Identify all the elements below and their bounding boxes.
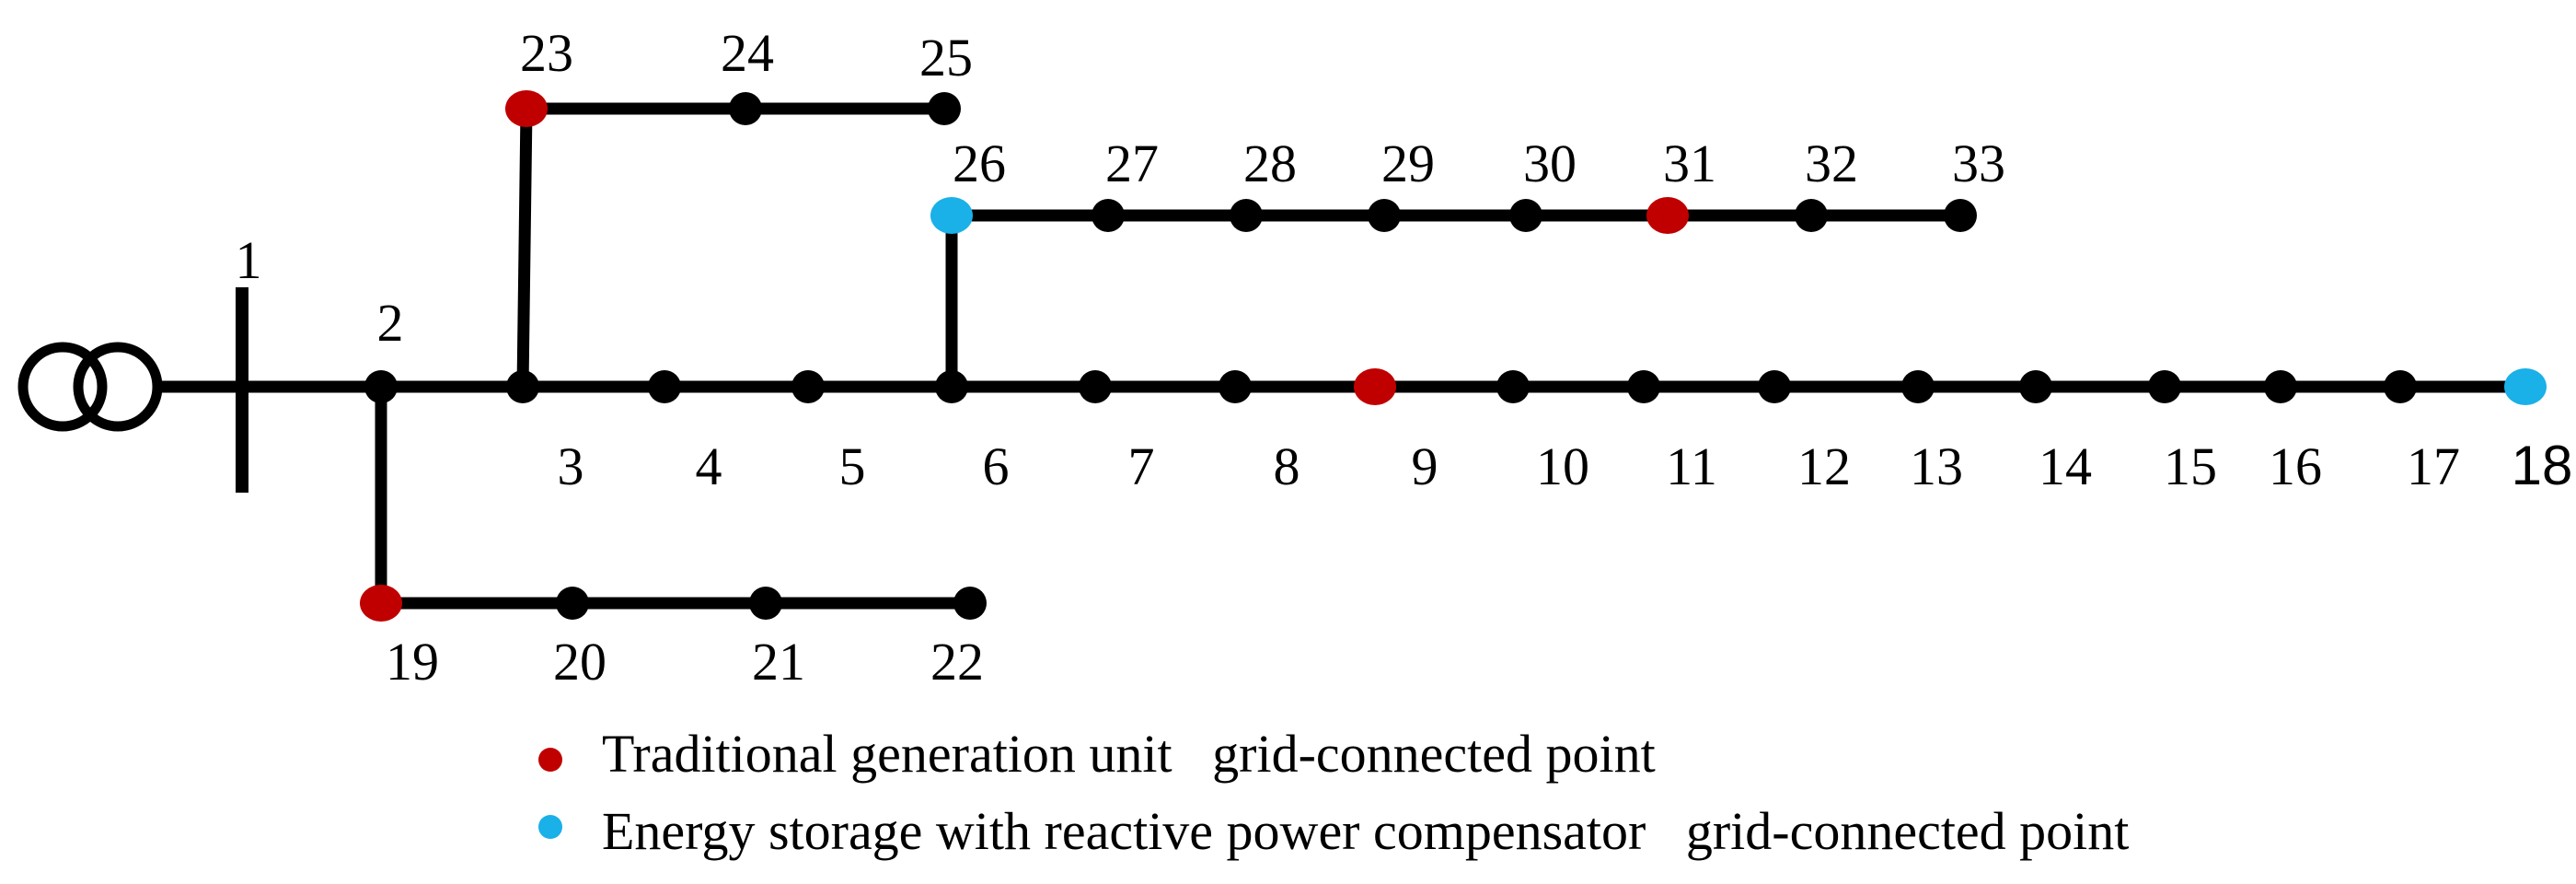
- bus-label-17: 17: [2407, 436, 2460, 496]
- bus-node-19-generation: [360, 585, 402, 622]
- bus-node-13: [1901, 370, 1935, 403]
- bus-label-22: 22: [930, 632, 984, 692]
- bus-label-20: 20: [553, 632, 606, 692]
- bus-label-25: 25: [919, 28, 973, 87]
- bus-label-21: 21: [752, 632, 805, 692]
- bus-node-3: [506, 370, 539, 403]
- bus-node-11: [1627, 370, 1660, 403]
- bus-node-15: [2148, 370, 2181, 403]
- bus-label-32: 32: [1805, 134, 1858, 193]
- bus-node-21: [749, 587, 782, 620]
- bus-label-33: 33: [1952, 134, 2005, 193]
- bus-label-6: 6: [983, 436, 1010, 496]
- transformer-icon: [17, 342, 163, 432]
- bus-label-7: 7: [1128, 436, 1155, 496]
- bus-node-9-generation: [1354, 368, 1396, 405]
- bus-label-3: 3: [558, 436, 584, 496]
- bus-node-24: [729, 92, 762, 125]
- bus-node-30: [1509, 199, 1542, 232]
- bus-label-31: 31: [1663, 134, 1716, 193]
- bus-node-8: [1219, 370, 1252, 403]
- bus-label-30: 30: [1523, 134, 1577, 193]
- bus-label-11: 11: [1666, 436, 1717, 496]
- bus-label-18: 18: [2512, 435, 2573, 496]
- bus-nodes: [360, 90, 2547, 622]
- bus-node-14: [2019, 370, 2052, 403]
- bus-label-13: 13: [1910, 436, 1963, 496]
- legend-generation-marker: [538, 748, 562, 772]
- bus-label-24: 24: [721, 23, 774, 83]
- bus-node-2: [364, 370, 398, 403]
- bus-label-2: 2: [377, 293, 404, 353]
- bus-label-9: 9: [1412, 436, 1438, 496]
- bus-label-14: 14: [2039, 436, 2092, 496]
- bus-label-8: 8: [1274, 436, 1300, 496]
- bus-node-12: [1758, 370, 1791, 403]
- bus-node-6: [935, 370, 968, 403]
- legend-storage-text: Energy storage with reactive power compe…: [602, 801, 2129, 861]
- bus-node-29: [1368, 199, 1401, 232]
- bus-label-27: 27: [1105, 134, 1159, 193]
- bus-label-10: 10: [1536, 436, 1589, 496]
- bus-node-16: [2264, 370, 2297, 403]
- bus-node-33: [1944, 199, 1977, 232]
- bus-node-25: [928, 92, 961, 125]
- line-segments: [375, 102, 2525, 610]
- bus-label-29: 29: [1381, 134, 1435, 193]
- bus-node-10: [1496, 370, 1530, 403]
- bus-label-5: 5: [839, 436, 866, 496]
- legend-generation-text: Traditional generation unit grid-connect…: [602, 724, 1656, 784]
- bus-node-4: [648, 370, 681, 403]
- bus-label-4: 4: [696, 436, 722, 496]
- bus-node-7: [1079, 370, 1112, 403]
- bus-node-20: [556, 587, 589, 620]
- bus-label-28: 28: [1243, 134, 1297, 193]
- bus-node-32: [1795, 199, 1828, 232]
- bus-node-28: [1230, 199, 1263, 232]
- bus-node-27: [1092, 199, 1125, 232]
- bus-node-22: [953, 587, 987, 620]
- bus-label-19: 19: [386, 632, 439, 692]
- bus-node-18-storage: [2504, 368, 2547, 405]
- bus-label-16: 16: [2269, 436, 2322, 496]
- legend: Traditional generation unit grid-connect…: [538, 724, 2129, 861]
- bus-label-15: 15: [2164, 436, 2217, 496]
- bus-node-23-generation: [505, 90, 548, 127]
- bus-label-26: 26: [953, 134, 1006, 193]
- busbar-label: 1: [236, 230, 262, 290]
- bus-label-23: 23: [520, 23, 573, 83]
- legend-storage-marker: [538, 815, 562, 839]
- bus-node-31-generation: [1646, 197, 1689, 234]
- bus-node-26-storage: [930, 197, 973, 234]
- bus-node-5: [791, 370, 825, 403]
- line-segment-3-23: [516, 108, 533, 388]
- bus-node-17: [2384, 370, 2417, 403]
- bus-label-12: 12: [1797, 436, 1851, 496]
